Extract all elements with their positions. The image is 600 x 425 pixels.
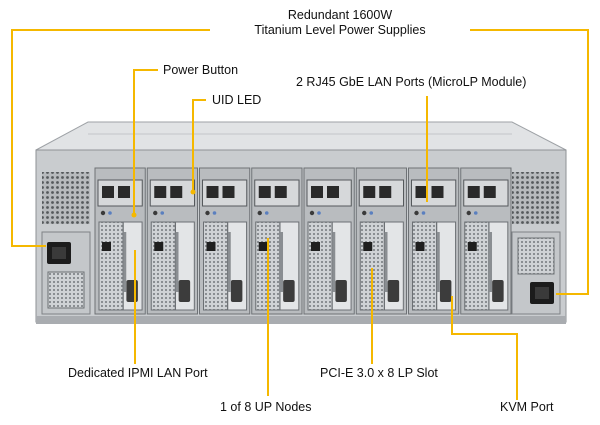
uid-led	[160, 211, 165, 215]
node-handle	[436, 232, 440, 292]
uid-led	[369, 211, 374, 215]
rj45-port	[102, 186, 114, 198]
ipmi-port	[415, 242, 425, 251]
kvm-port	[335, 280, 347, 302]
callout-uid-led	[192, 99, 206, 192]
ipmi-port	[258, 242, 268, 251]
left-vent-pattern	[42, 172, 90, 224]
rj45-port	[327, 186, 339, 198]
kvm-port	[230, 280, 243, 302]
label-kvm-port: KVM Port	[500, 400, 554, 414]
node-handle	[227, 232, 231, 292]
callout-psu-right	[470, 29, 589, 295]
label-power-button: Power Button	[163, 63, 239, 77]
kvm-port	[178, 280, 191, 302]
label-lan-ports: 2 RJ45 GbE LAN Ports (MicroLP Module)	[296, 75, 527, 89]
ipmi-port	[363, 242, 373, 251]
uid-led	[212, 211, 217, 215]
rj45-port	[154, 186, 167, 198]
rj45-port	[415, 186, 428, 198]
power-button	[257, 210, 262, 216]
node-handle	[280, 232, 284, 292]
chassis-bottom-rail	[36, 316, 566, 324]
uid-led	[108, 211, 112, 215]
uid-led	[317, 211, 321, 215]
node-vent	[98, 221, 124, 311]
ipmi-port	[154, 242, 164, 251]
rj45-port	[363, 186, 376, 198]
ipmi-port	[467, 242, 477, 251]
callout-lines	[11, 29, 589, 400]
label-ipmi-port: Dedicated IPMI LAN Port	[68, 366, 208, 380]
uid-led	[473, 211, 478, 215]
power-button	[153, 210, 158, 216]
rj45-port	[118, 186, 130, 198]
right-vent-pattern	[512, 172, 560, 224]
power-button	[309, 210, 315, 216]
uid-led	[421, 211, 426, 215]
label-power-supplies-line2: Titanium Level Power Supplies	[254, 23, 426, 37]
rj45-port	[258, 186, 271, 198]
node-handle	[489, 232, 493, 292]
uid-led	[264, 211, 269, 215]
kvm-port	[439, 280, 452, 302]
node-handle	[332, 232, 336, 292]
left-psu-inlet-socket	[52, 247, 66, 259]
rj45-port	[483, 186, 496, 198]
rj45-port	[206, 186, 219, 198]
label-power-supplies-line1: Redundant 1600W	[287, 8, 393, 22]
ipmi-port	[102, 242, 111, 251]
chassis-top-lid	[35, 121, 567, 151]
rj45-port	[274, 186, 287, 198]
rj45-port	[170, 186, 183, 198]
label-nodes: 1 of 8 UP Nodes	[220, 400, 312, 414]
label-pcie-slot: PCI-E 3.0 x 8 LP Slot	[320, 366, 438, 380]
kvm-port	[492, 280, 504, 302]
right-psu-inlet-socket	[535, 287, 549, 299]
kvm-port	[387, 280, 400, 302]
power-button	[466, 210, 471, 216]
node-vent	[203, 221, 229, 311]
dot-uid-led	[190, 189, 196, 195]
kvm-port	[126, 280, 138, 302]
left-psu-fan	[47, 271, 85, 309]
rj45-port	[431, 186, 444, 198]
callout-power-button	[133, 69, 158, 215]
label-power-supplies: Redundant 1600W Titanium Level Power Sup…	[210, 8, 470, 38]
dot-power-button	[131, 212, 137, 218]
rj45-port	[311, 186, 323, 198]
label-uid-led: UID LED	[212, 93, 262, 107]
ipmi-port	[206, 242, 216, 251]
kvm-port	[283, 280, 295, 302]
callout-dots	[131, 189, 196, 218]
node-vent	[150, 221, 176, 311]
ipmi-port	[311, 242, 320, 251]
node-vent	[412, 221, 438, 311]
callout-kvm	[451, 296, 518, 400]
node-vent	[307, 221, 333, 311]
node-handle	[384, 232, 388, 292]
rj45-port	[467, 186, 480, 198]
node-bays	[94, 167, 512, 315]
node-handle	[175, 232, 179, 292]
callout-psu-left	[11, 29, 210, 247]
power-button	[205, 210, 210, 216]
rj45-port	[379, 186, 392, 198]
power-button	[100, 210, 106, 216]
node-vent	[464, 221, 490, 311]
rj45-port	[222, 186, 235, 198]
right-psu-fan	[517, 237, 555, 275]
power-button	[362, 210, 367, 216]
power-button	[414, 210, 419, 216]
node-handle	[123, 232, 127, 292]
